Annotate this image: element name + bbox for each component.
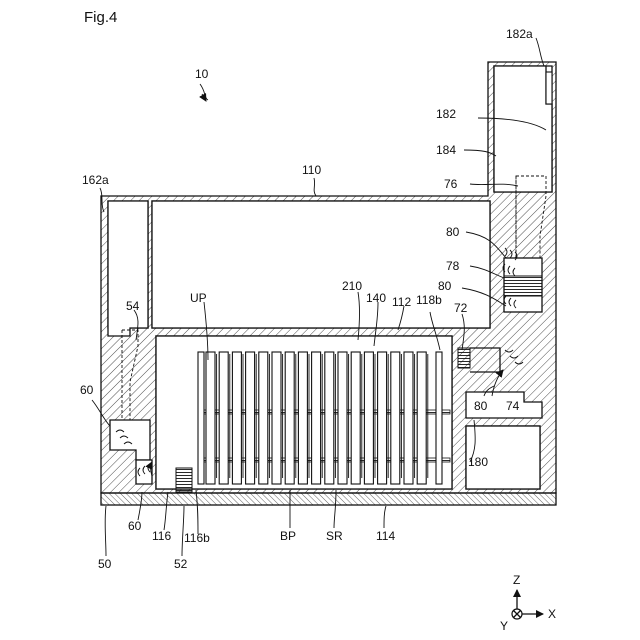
label-116b: 116b: [184, 531, 210, 545]
label-60-left: 60: [80, 383, 94, 397]
label-50: 50: [98, 557, 112, 571]
battery-cell: [417, 352, 426, 484]
label-BP: BP: [280, 529, 296, 543]
axis-x-label: X: [548, 607, 556, 621]
left-duct: [108, 201, 148, 336]
axis-indicator: Z X Y: [500, 573, 556, 633]
duct-opening-182a: [546, 72, 552, 104]
label-10: 10: [195, 67, 209, 81]
battery-cell: [351, 352, 360, 484]
battery-cell: [391, 352, 400, 484]
label-60-bottom: 60: [128, 519, 142, 533]
label-140: 140: [366, 291, 386, 305]
port-72: [458, 348, 470, 368]
axis-z-label: Z: [513, 573, 520, 587]
battery-cell: [338, 352, 347, 484]
label-210: 210: [342, 279, 362, 293]
battery-cell: [298, 352, 307, 484]
label-112: 112: [392, 295, 411, 309]
label-SR: SR: [326, 529, 343, 543]
label-80-top: 80: [446, 225, 460, 239]
battery-cell: [404, 352, 413, 484]
label-74: 74: [506, 399, 520, 413]
label-118b: 118b: [416, 293, 442, 307]
label-180: 180: [468, 455, 488, 469]
battery-cell: [272, 352, 281, 484]
label-184: 184: [436, 143, 456, 157]
label-80-mid: 80: [438, 279, 452, 293]
axis-y-label: Y: [500, 619, 508, 633]
battery-cell: [206, 352, 215, 484]
figure-title: Fig.4: [84, 9, 117, 26]
end-plate: [198, 352, 204, 484]
battery-cell: [312, 352, 321, 484]
battery-cell: [364, 352, 373, 484]
label-114: 114: [376, 529, 395, 543]
port-52: [176, 468, 192, 492]
battery-cell: [232, 352, 241, 484]
label-182a: 182a: [506, 27, 533, 41]
battery-cell: [325, 352, 334, 484]
label-110: 110: [302, 163, 321, 177]
label-78: 78: [446, 259, 460, 273]
end-plate: [436, 352, 442, 484]
label-76: 76: [444, 177, 458, 191]
label-72: 72: [454, 301, 468, 315]
battery-cell: [285, 352, 294, 484]
battery-cell: [246, 352, 255, 484]
label-UP: UP: [190, 291, 207, 305]
battery-cell: [219, 352, 228, 484]
battery-cell: [378, 352, 387, 484]
upper-chamber: [152, 201, 490, 328]
label-52: 52: [174, 557, 188, 571]
right-duct: [494, 66, 552, 192]
base-plate: [101, 493, 556, 505]
battery-cell: [259, 352, 268, 484]
label-116: 116: [152, 529, 171, 543]
label-182: 182: [436, 107, 456, 121]
label-80-bottom: 80: [474, 399, 488, 413]
label-162a: 162a: [82, 173, 109, 187]
label-54: 54: [126, 299, 140, 313]
